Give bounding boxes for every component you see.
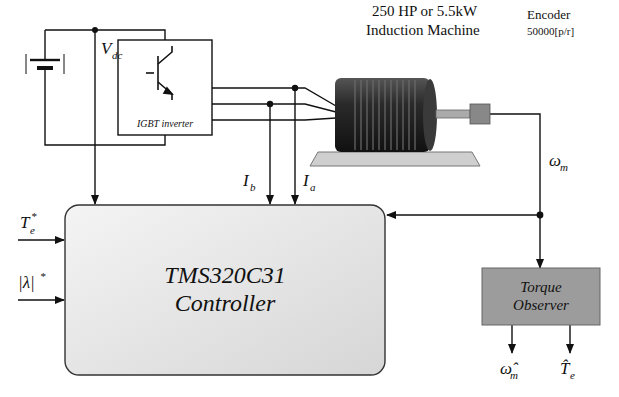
igbt-symbol xyxy=(146,46,172,100)
inverter-box: IGBT inverter xyxy=(118,40,212,135)
signal-name: I xyxy=(243,172,249,189)
signal-name: V xyxy=(101,40,111,57)
ia-sense-line xyxy=(294,88,295,204)
inverter-outline xyxy=(118,40,212,135)
signal-subscript: m xyxy=(560,162,568,173)
signal-subscript: e xyxy=(570,370,575,381)
encoder-label: Encoder xyxy=(527,8,570,21)
speed-feedback-line xyxy=(387,214,540,215)
observer-box: Torque Observer xyxy=(482,268,600,325)
signal-name: |λ| xyxy=(18,274,35,291)
motor-shaft xyxy=(436,110,470,118)
motor-base xyxy=(310,152,480,166)
machine-title: Induction Machine xyxy=(366,23,480,38)
flux-ref-line xyxy=(18,299,64,300)
box-label: Torque Observer xyxy=(496,279,586,314)
torque-ref-line xyxy=(18,239,64,240)
signal-superscript: * xyxy=(40,271,46,282)
signal-subscript: e xyxy=(30,225,35,236)
signal-subscript: dc xyxy=(112,50,122,61)
signal-name: I xyxy=(303,172,309,189)
encoder-resolution: 50000[p/r] xyxy=(527,26,574,37)
battery-plate xyxy=(37,66,53,70)
motor-end-cap xyxy=(423,79,437,151)
ib-sense-line xyxy=(269,104,270,204)
signal-superscript: * xyxy=(31,211,37,222)
box-label: TMS320C31 Controller xyxy=(150,262,300,317)
motor-body xyxy=(335,78,430,152)
motor-fins xyxy=(352,80,416,150)
battery-plate xyxy=(30,59,60,61)
rating-text: 250 HP or 5.5kW xyxy=(372,4,477,19)
torque-estimate-line xyxy=(569,325,570,353)
phase-wire xyxy=(212,88,336,120)
speed-line xyxy=(490,114,540,268)
signal-subscript: m xyxy=(510,370,518,381)
observer-outline xyxy=(482,268,600,325)
battery-bracket xyxy=(26,54,64,74)
signal-name: T̂ xyxy=(560,360,569,377)
box-label: IGBT inverter xyxy=(137,118,193,130)
speed-estimate-line xyxy=(511,325,512,353)
signal-subscript: a xyxy=(310,182,316,193)
signal-subscript: b xyxy=(250,182,256,193)
signal-name: ω xyxy=(549,152,561,169)
junction-dots xyxy=(92,27,543,218)
vdc-sense-line xyxy=(94,30,95,204)
encoder-body xyxy=(470,104,490,124)
controller-box: TMS320C31 Controller xyxy=(65,205,385,375)
controller-outline xyxy=(65,205,385,375)
signal-name: T xyxy=(20,214,29,231)
